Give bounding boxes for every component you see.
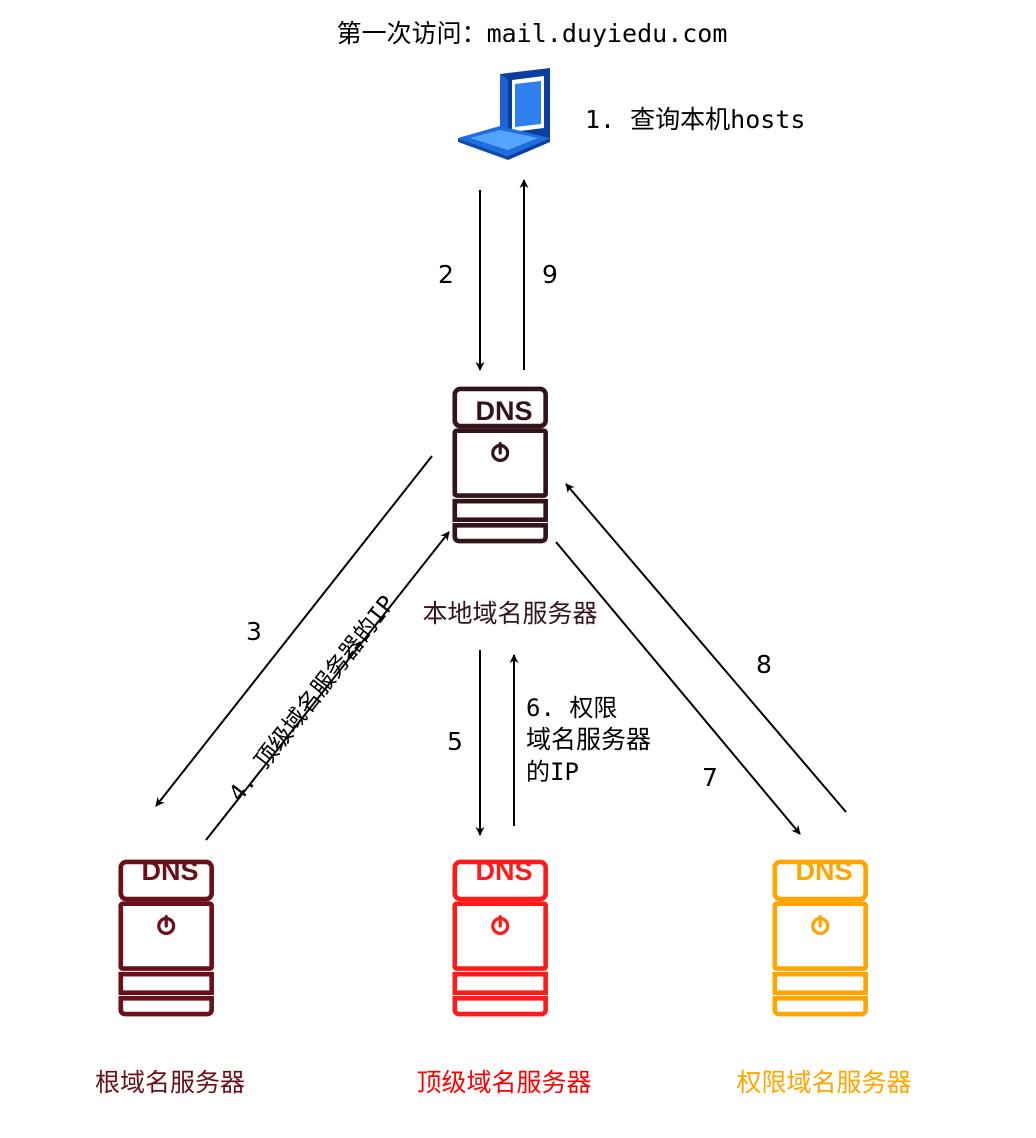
page-title: 第一次访问：mail.duyiedu.com bbox=[337, 19, 728, 48]
root-dns-label: 根域名服务器 bbox=[95, 1068, 245, 1097]
authoritative-dns-server: DNS bbox=[775, 856, 866, 1014]
step-1-label: 1. 查询本机hosts bbox=[585, 105, 805, 134]
tld-dns-label: 顶级域名服务器 bbox=[416, 1068, 591, 1097]
step-6-label-line2: 域名服务器 bbox=[526, 725, 651, 754]
tld-dns-badge: DNS bbox=[475, 856, 532, 886]
step-9-label: 9 bbox=[542, 260, 558, 289]
root-dns-badge: DNS bbox=[141, 856, 198, 886]
arrow-step-4 bbox=[205, 531, 450, 841]
arrow-step-3 bbox=[155, 455, 433, 807]
local-dns-badge: DNS bbox=[475, 396, 532, 426]
laptop-icon bbox=[458, 68, 550, 160]
step-6-label-line3: 的IP bbox=[526, 758, 579, 786]
step-2-label: 2 bbox=[438, 260, 454, 289]
arrow-step-7 bbox=[555, 541, 801, 835]
step-3-label: 3 bbox=[246, 617, 262, 646]
root-dns-server: DNS bbox=[121, 856, 212, 1014]
local-dns-label: 本地域名服务器 bbox=[422, 599, 597, 628]
authoritative-dns-badge: DNS bbox=[795, 856, 852, 886]
tld-dns-server: DNS bbox=[455, 856, 546, 1014]
step-7-label: 7 bbox=[702, 763, 718, 792]
authoritative-dns-label: 权限域名服务器 bbox=[736, 1068, 911, 1097]
local-dns-server: DNS bbox=[455, 389, 546, 541]
step-5-label: 5 bbox=[447, 727, 463, 756]
step-8-label: 8 bbox=[756, 650, 772, 679]
step-6-label-line1: 6. 权限 bbox=[526, 694, 617, 722]
arrow-step-8 bbox=[565, 483, 847, 813]
